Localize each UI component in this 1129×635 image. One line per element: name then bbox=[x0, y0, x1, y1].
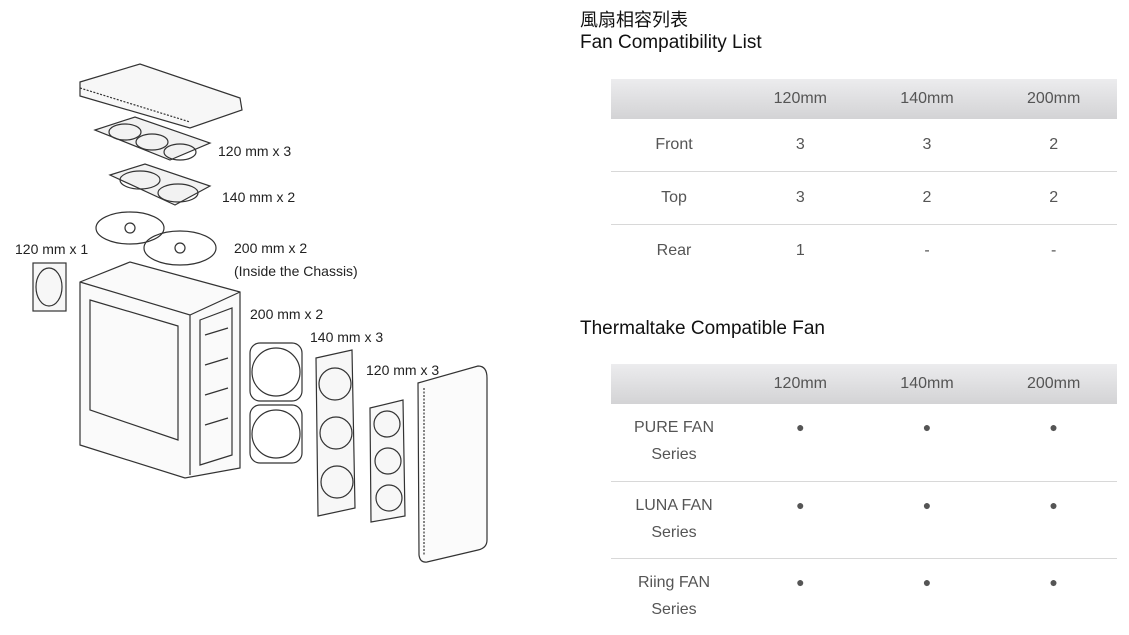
title-en: Fan Compatibility List bbox=[580, 32, 762, 53]
series-name: LUNA FAN bbox=[635, 496, 713, 514]
series-sub: Series bbox=[651, 446, 697, 463]
front-200-label: 200 mm x 2 bbox=[250, 306, 324, 322]
compatible-dot: ● bbox=[990, 404, 1117, 482]
header-cell bbox=[611, 364, 737, 404]
cell: 1 bbox=[795, 242, 805, 259]
table-row: Riing FAN Series ● ● ● bbox=[611, 558, 1117, 635]
compatible-dot: ● bbox=[863, 404, 991, 482]
header-cell: 140mm bbox=[863, 79, 991, 119]
series-name: PURE FAN bbox=[633, 419, 714, 436]
inside-chassis-note: (Inside the Chassis) bbox=[234, 263, 358, 279]
row-label: Riing FAN Series bbox=[611, 558, 737, 635]
row-label: Rear bbox=[656, 242, 692, 259]
cell: 2 bbox=[990, 171, 1117, 225]
top-fans-140 bbox=[108, 163, 212, 206]
compatible-dot: ● bbox=[1049, 573, 1058, 590]
compatible-dot: ● bbox=[922, 573, 932, 590]
compatible-dot: ● bbox=[796, 573, 805, 590]
series-sub: Series bbox=[651, 600, 697, 618]
front-140-label: 140 mm x 3 bbox=[310, 329, 384, 345]
cell: 3 bbox=[863, 119, 991, 172]
front-fans-140 bbox=[315, 349, 356, 517]
cell: - bbox=[924, 242, 930, 259]
rear-120-label: 120 mm x 1 bbox=[15, 241, 89, 257]
header-cell bbox=[611, 79, 737, 119]
inside-200-label: 200 mm x 2 bbox=[234, 240, 308, 256]
top-120-label: 120 mm x 3 bbox=[218, 143, 292, 159]
top-panel bbox=[79, 63, 243, 129]
header-cell: 120mm bbox=[737, 79, 864, 119]
inside-fans-200 bbox=[95, 211, 217, 266]
chassis-body bbox=[79, 261, 241, 479]
header-cell: 200mm bbox=[990, 79, 1117, 119]
series-sub: Series bbox=[651, 523, 697, 541]
series-name: Riing FAN bbox=[637, 573, 711, 591]
cell: 2 bbox=[863, 171, 991, 225]
front-120-label: 120 mm x 3 bbox=[366, 362, 440, 378]
row-label: PURE FAN Series bbox=[611, 404, 737, 482]
chassis-exploded-diagram bbox=[32, 63, 488, 563]
header-cell: 200mm bbox=[990, 364, 1117, 404]
top-fans-120 bbox=[93, 116, 212, 161]
row-label: Top bbox=[611, 171, 737, 225]
tt-title: Thermaltake Compatible Fan bbox=[580, 318, 825, 339]
compatible-dot: ● bbox=[737, 481, 864, 559]
cell: 2 bbox=[990, 119, 1117, 172]
top-140-label: 140 mm x 2 bbox=[222, 189, 296, 205]
rear-fan-120 bbox=[32, 262, 67, 312]
title-zh: 風扇相容列表 bbox=[580, 10, 688, 30]
cell: 3 bbox=[737, 171, 864, 225]
row-label: LUNA FAN Series bbox=[611, 481, 737, 559]
front-panel bbox=[417, 365, 488, 563]
front-fans-200 bbox=[249, 342, 303, 464]
header-cell: 120mm bbox=[737, 364, 864, 404]
header-cell: 140mm bbox=[863, 364, 991, 404]
front-fans-120 bbox=[369, 399, 406, 523]
compatible-dot: ● bbox=[863, 481, 991, 559]
compatible-dot: ● bbox=[990, 481, 1117, 559]
compatible-dot: ● bbox=[737, 404, 864, 482]
table-row: Rear 1 - - bbox=[611, 225, 1117, 278]
row-label: Front bbox=[611, 119, 737, 172]
cell: 3 bbox=[737, 119, 864, 172]
cell: - bbox=[1050, 242, 1057, 259]
